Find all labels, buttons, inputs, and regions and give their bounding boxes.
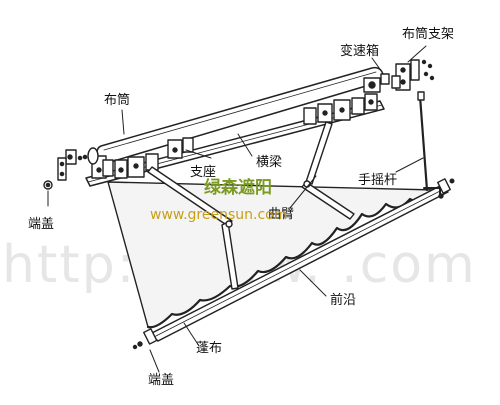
end-cap-bottom xyxy=(143,328,158,345)
label-end-cap-left: 端盖 xyxy=(28,217,54,232)
watermark-url: www.greensun.com xyxy=(150,207,287,223)
watermark-brand: 绿森遮阳 xyxy=(204,177,272,198)
hand-crank xyxy=(417,91,444,199)
label-fabric-roller: 布筒 xyxy=(104,92,130,108)
label-end-cap-bottom: 端盖 xyxy=(148,373,174,388)
folding-arm-right-upper xyxy=(305,121,333,185)
end-cap-left xyxy=(43,147,99,190)
awning-drawing xyxy=(43,45,455,373)
support-bracket-middle xyxy=(167,137,194,159)
folding-arm-left-lower xyxy=(221,221,239,290)
label-gearbox: 变速箱 xyxy=(340,43,379,59)
gearbox xyxy=(363,73,390,93)
label-roller-bracket: 布筒支架 xyxy=(402,26,454,42)
label-cross-beam: 横梁 xyxy=(256,155,282,170)
support-bracket-right xyxy=(303,93,378,125)
roller-bracket xyxy=(391,59,435,91)
folding-arm-right-lower xyxy=(301,181,355,220)
label-front-rail: 前沿 xyxy=(330,292,356,308)
folding-arm-left-upper xyxy=(147,166,233,227)
label-support-bracket: 支座 xyxy=(190,165,216,180)
fabric-bottom-edge xyxy=(146,196,432,329)
label-folding-arm: 曲臂 xyxy=(268,207,294,222)
label-awning-fabric: 蓬布 xyxy=(196,341,222,356)
label-hand-crank: 手摇杆 xyxy=(358,173,397,188)
